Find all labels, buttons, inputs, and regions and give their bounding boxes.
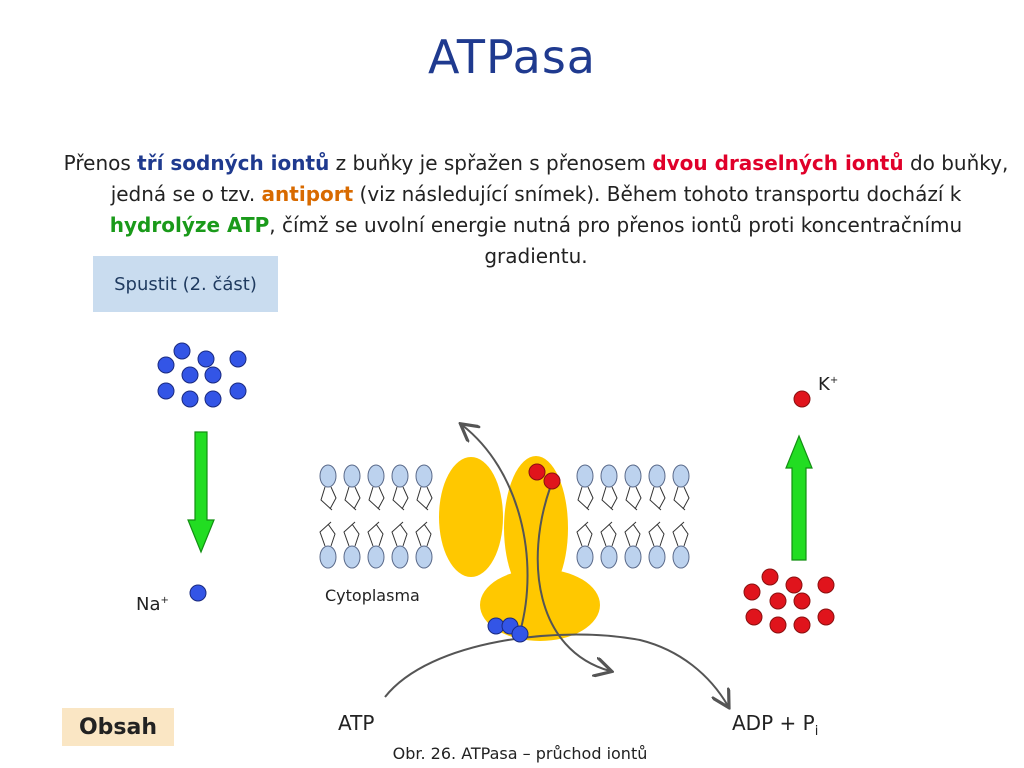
text-segment: , čímž se uvolní energie nutná pro přeno… xyxy=(269,213,963,268)
lipid-head xyxy=(576,545,594,569)
lipid-head xyxy=(576,464,594,488)
page-title: ATPasa xyxy=(427,30,596,84)
sodium-cluster xyxy=(157,342,247,408)
lipid-head xyxy=(319,545,337,569)
bound-sodium-ions xyxy=(487,617,529,643)
highlight-potassium: dvou draselných iontů xyxy=(652,151,904,175)
lipid-tail xyxy=(576,486,594,547)
lipid-head xyxy=(343,464,361,488)
figure-caption: Obr. 26. ATPasa – průchod iontů xyxy=(392,744,648,763)
lipid-tail xyxy=(672,486,690,547)
contents-button[interactable]: Obsah xyxy=(62,708,174,746)
lipid-head xyxy=(672,464,690,488)
lipid-head xyxy=(600,545,618,569)
sodium-gradient-arrow xyxy=(187,431,215,554)
membrane-right xyxy=(576,464,690,569)
atpase-protein xyxy=(439,456,600,641)
bound-potassium-ions xyxy=(528,463,561,490)
lipid-tail xyxy=(391,486,409,547)
sodium-path-arrow xyxy=(462,425,529,633)
description-paragraph: Přenos tří sodných iontů z buňky je spřa… xyxy=(62,148,1010,272)
adp-label: ADP + Pi xyxy=(732,711,819,739)
lipid-head xyxy=(648,545,666,569)
lipid-tail xyxy=(343,486,361,547)
potassium-gradient-arrow xyxy=(785,434,813,561)
start-animation-button[interactable]: Spustit (2. část) xyxy=(93,256,278,312)
lipid-head xyxy=(343,545,361,569)
lipid-head xyxy=(672,545,690,569)
lipid-head xyxy=(624,545,642,569)
membrane-left xyxy=(319,464,433,569)
lipid-head xyxy=(648,464,666,488)
lipid-tail xyxy=(367,486,385,547)
sodium-label: Na+ xyxy=(136,594,169,615)
potassium-ion xyxy=(793,390,811,408)
lipid-head xyxy=(367,464,385,488)
potassium-cluster xyxy=(743,568,835,634)
lipid-tail xyxy=(600,486,618,547)
highlight-hydrolysis: hydrolýze ATP xyxy=(109,213,270,237)
lipid-head xyxy=(319,464,337,488)
lipid-tail xyxy=(624,486,642,547)
atp-label: ATP xyxy=(338,711,375,735)
lipid-head xyxy=(391,545,409,569)
cytoplasm-label: Cytoplasma xyxy=(325,586,420,605)
sodium-ion xyxy=(189,584,207,602)
lipid-tail xyxy=(319,486,337,547)
lipid-head xyxy=(391,464,409,488)
lipid-head xyxy=(624,464,642,488)
text-segment: do buňky, jedná se o tzv. xyxy=(110,151,1009,206)
lipid-head xyxy=(415,464,433,488)
atp-hydrolysis-arrow xyxy=(384,633,728,706)
lipid-head xyxy=(415,545,433,569)
potassium-path-arrow xyxy=(536,487,610,671)
lipid-head xyxy=(600,464,618,488)
lipid-head xyxy=(367,545,385,569)
highlight-sodium: tří sodných iontů xyxy=(137,151,330,175)
text-segment: Přenos xyxy=(63,151,138,175)
lipid-tail xyxy=(415,486,433,547)
text-segment: z buňky je spřažen s přenosem xyxy=(329,151,653,175)
text-segment: (viz následující snímek). Během tohoto t… xyxy=(353,182,962,206)
highlight-antiport: antiport xyxy=(261,182,354,206)
lipid-tail xyxy=(648,486,666,547)
potassium-label: K+ xyxy=(818,374,839,395)
